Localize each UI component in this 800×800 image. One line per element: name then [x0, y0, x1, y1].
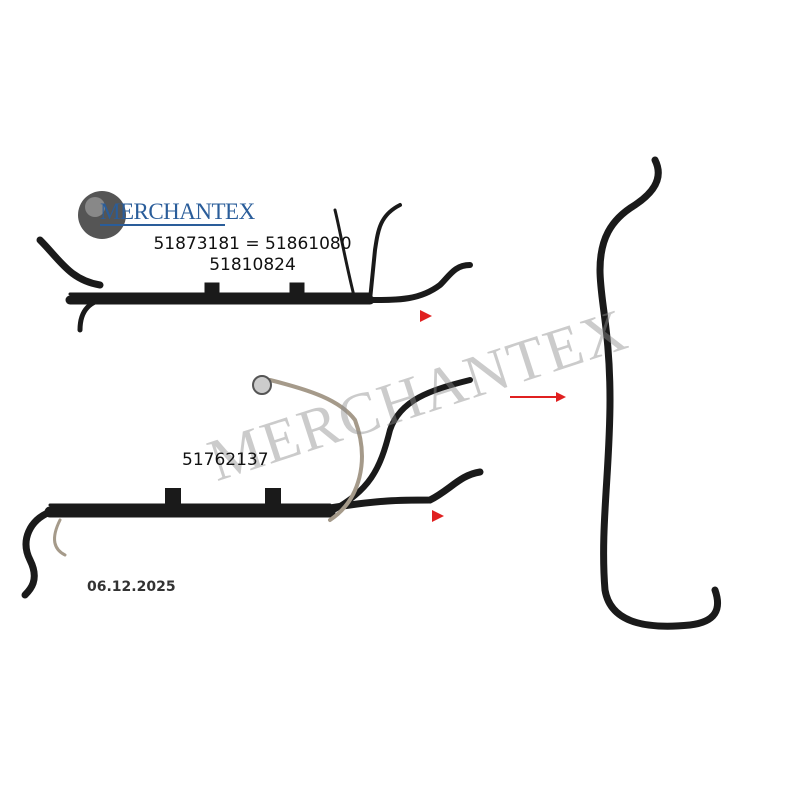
part-number-bottom: 51762137 — [182, 450, 269, 470]
bottom-hose-assembly — [21, 375, 484, 599]
logo-text: MERCHANTEX — [100, 199, 255, 224]
logo-underline — [100, 224, 225, 226]
marker-arrow-bottom — [432, 510, 444, 522]
marker-arrow-top — [420, 310, 432, 322]
single-hose — [596, 156, 722, 630]
top-hose-assembly — [36, 203, 473, 333]
part-number-top-line1: 51873181 = 51861080 — [153, 234, 352, 254]
part-number-top-line2: 51810824 — [209, 255, 296, 275]
pointer-arrow — [510, 392, 566, 402]
date-label: 06.12.2025 — [87, 579, 176, 595]
